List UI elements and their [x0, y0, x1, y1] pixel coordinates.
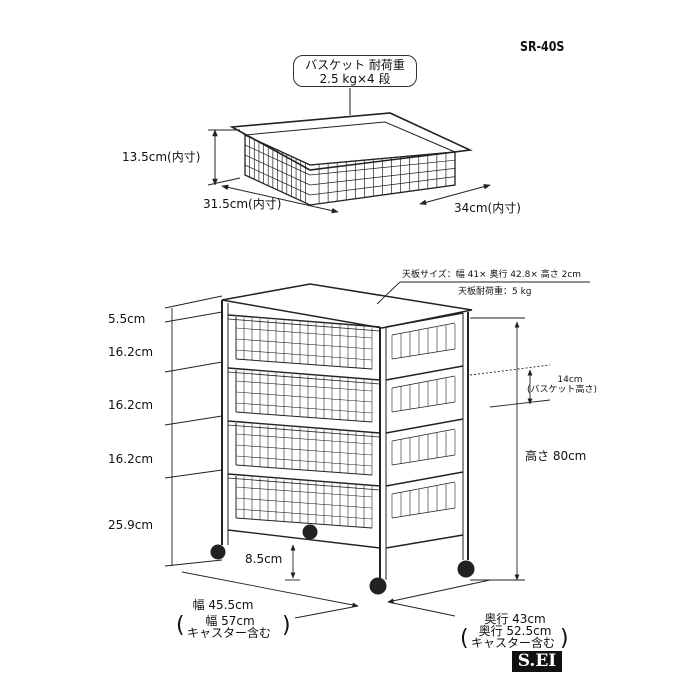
width-caster-note: キャスター含む [187, 626, 272, 640]
cart-drawing [210, 283, 475, 595]
wire [227, 529, 381, 549]
wire [235, 338, 373, 350]
basket-depth-label: 34cm(内寸) [454, 201, 521, 215]
basket-drawing [229, 88, 473, 206]
basket-height-note: (バスケット高さ) [527, 385, 598, 395]
wire [235, 349, 373, 361]
wire [385, 534, 464, 549]
wire [235, 464, 373, 476]
depth-label: 奥行 43cm [484, 612, 546, 626]
basket-dimension-lines [207, 129, 491, 214]
width-label: 幅 45.5cm [192, 598, 254, 612]
wire [391, 481, 456, 495]
wire [235, 411, 373, 423]
width-caster-label: 幅 57cm [205, 614, 255, 628]
basket-height-value: 14cm [557, 375, 583, 385]
shelf3-height-label: 16.2cm [108, 452, 154, 466]
top-gap-label: 5.5cm [108, 312, 146, 326]
wire [227, 318, 381, 332]
shelf2-height-label: 16.2cm [108, 398, 154, 412]
wire [235, 444, 373, 456]
shelf1-height-label: 16.2cm [108, 345, 154, 359]
wire [235, 327, 373, 339]
wire [227, 420, 381, 434]
wire [385, 365, 464, 381]
wire [235, 391, 373, 403]
wire [235, 380, 373, 392]
wire [385, 418, 464, 434]
brand-logo: S.EI [512, 651, 562, 672]
wire [235, 517, 373, 529]
cart-dimension-lines [164, 281, 590, 619]
wire [227, 477, 381, 491]
total-height-label: 高さ 80cm [525, 449, 587, 463]
wire [309, 159, 456, 176]
clearance-label: 8.5cm [245, 552, 283, 566]
wire [227, 371, 381, 385]
wire [391, 454, 456, 466]
depth-caster-label: 奥行 52.5cm [478, 624, 552, 638]
wire [235, 497, 373, 509]
basket-load-callout: バスケット 耐荷重 2.5 kg×4 段 [293, 55, 417, 87]
wire [227, 314, 381, 328]
wire [235, 358, 373, 370]
wire [227, 424, 381, 438]
wire [385, 471, 464, 487]
wire [391, 428, 456, 442]
basket-height-label: 13.5cm(内寸) [122, 150, 201, 164]
wire [391, 322, 456, 336]
wire [391, 507, 456, 519]
wire [235, 433, 373, 445]
bottom-height-label: 25.9cm [108, 518, 154, 532]
wire [391, 348, 456, 360]
basket-load-line1: バスケット 耐荷重 [305, 58, 405, 72]
wire [235, 508, 373, 520]
wire [309, 168, 456, 186]
wire [244, 154, 311, 186]
wire [235, 402, 373, 414]
wire [227, 367, 381, 381]
basket-load-line2: 2.5 kg×4 段 [319, 72, 391, 86]
top-panel-load: 天板耐荷重：5 kg [458, 287, 532, 297]
wire [385, 312, 464, 328]
wire [391, 375, 456, 389]
wire [235, 455, 373, 467]
depth-caster-note: キャスター含む [471, 636, 556, 650]
basket-width-label: 31.5cm(内寸) [203, 197, 282, 211]
model-number: SR-40S [520, 40, 565, 55]
wire [235, 486, 373, 498]
wire [391, 401, 456, 413]
wire [244, 144, 311, 176]
top-panel-size: 天板サイズ：幅 41× 奥行 42.8× 高さ 2cm [402, 270, 582, 280]
wire [227, 473, 381, 487]
